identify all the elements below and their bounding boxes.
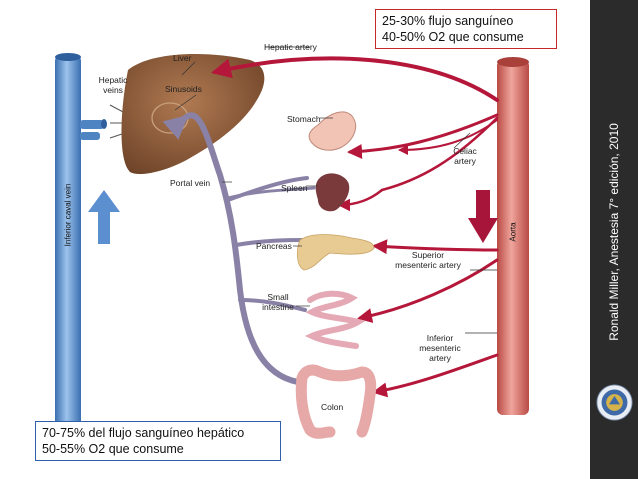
inferior-caval-vein-label: Inferior caval vein bbox=[63, 183, 73, 247]
upward-flow-arrow-icon bbox=[88, 190, 120, 244]
arterial-flow-line-2: 40-50% O2 que consume bbox=[382, 30, 524, 44]
colon bbox=[295, 364, 377, 439]
hepatic-artery-label: Hepatic artery bbox=[264, 42, 317, 52]
arterial-flow-callout: 25-30% flujo sanguíneo 40-50% O2 que con… bbox=[375, 9, 557, 49]
credit-text: Ronald Miller, Anestesia 7° edición, 201… bbox=[607, 123, 621, 341]
spleen bbox=[315, 173, 350, 212]
aorta bbox=[497, 60, 529, 415]
sinusoids-label: Sinusoids bbox=[165, 84, 202, 94]
portal-vein-system bbox=[162, 112, 316, 385]
portal-flow-line-1: 70-75% del flujo sanguíneo hepático bbox=[42, 426, 245, 440]
ivc-top bbox=[55, 53, 81, 61]
spleen-label: Spleen bbox=[281, 183, 308, 193]
inferior-caval-vein bbox=[55, 55, 81, 440]
leader-lines bbox=[174, 46, 497, 334]
portal-flow-line-2: 50-55% O2 que consume bbox=[42, 442, 184, 456]
liver-label: Liver bbox=[173, 53, 192, 63]
portal-vein-label: Portal vein bbox=[170, 178, 211, 188]
portal-flow-callout: 70-75% del flujo sanguíneo hepático 50-5… bbox=[35, 421, 281, 461]
colon-label: Colon bbox=[321, 402, 344, 412]
aorta-label: Aorta bbox=[508, 222, 518, 242]
pancreas bbox=[296, 234, 375, 271]
small-intestine bbox=[304, 290, 366, 349]
hepatic-veins bbox=[80, 119, 107, 140]
downward-flow-arrow-icon bbox=[468, 190, 498, 243]
aorta-top bbox=[497, 57, 529, 67]
stomach-label: Stomach bbox=[287, 114, 321, 124]
arterial-system bbox=[211, 56, 499, 398]
pancreas-label: Pancreas bbox=[256, 241, 292, 251]
arterial-flow-line-1: 25-30% flujo sanguíneo bbox=[382, 14, 514, 28]
institution-seal-icon bbox=[596, 384, 633, 421]
stomach bbox=[308, 111, 357, 151]
